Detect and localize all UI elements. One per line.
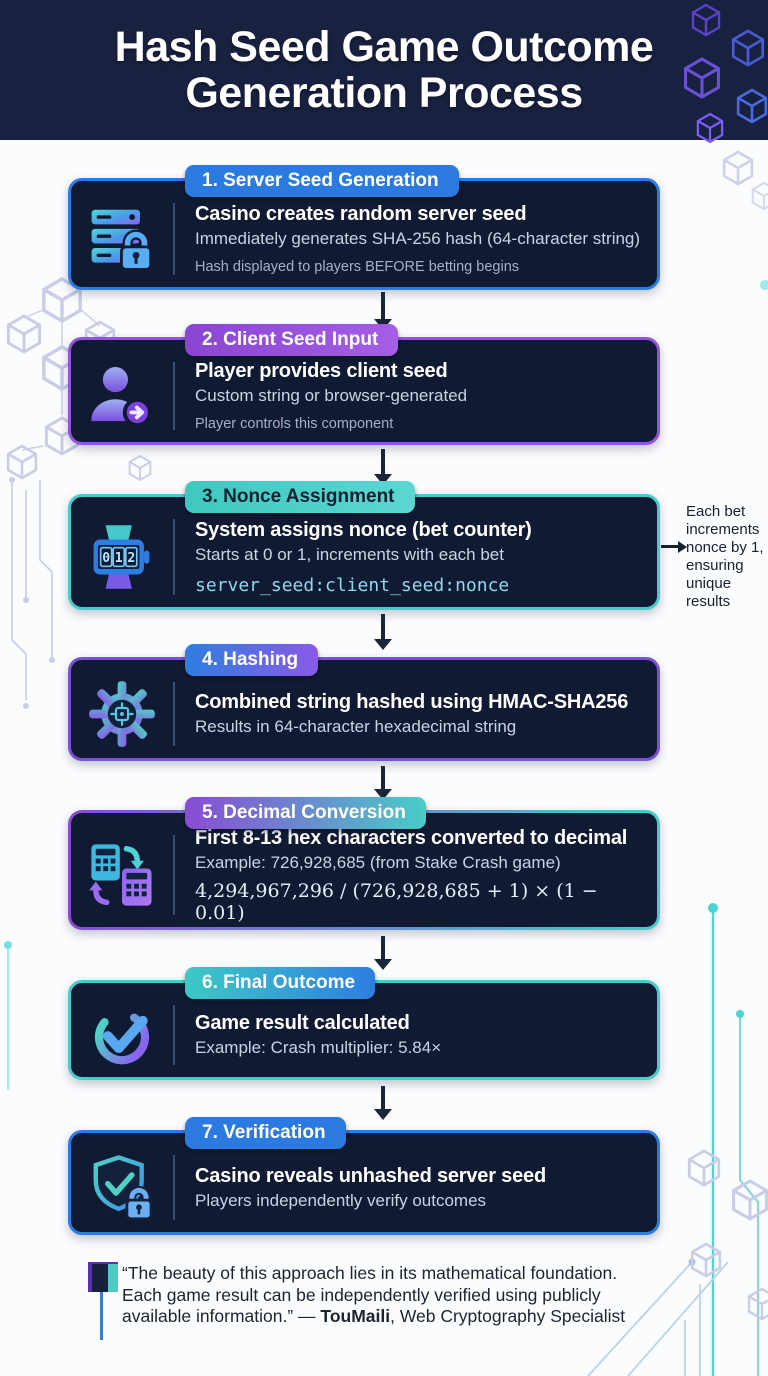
divider	[173, 682, 175, 746]
divider	[173, 1155, 175, 1220]
quote-text: “The beauty of this approach lies in its…	[122, 1263, 618, 1327]
step-7-subheading: Players independently verify outcomes	[195, 1190, 487, 1210]
step-card-5: 5. Decimal Conversion	[68, 797, 660, 930]
step-6-badge: 6. Final Outcome	[185, 967, 376, 999]
step-3-heading: System assigns nonce (bet counter)	[195, 518, 532, 541]
flow-arrow-5	[374, 936, 392, 970]
step-6-subheading: Example: Crash multiplier: 5.84×	[195, 1038, 442, 1057]
svg-text:2: 2	[127, 550, 135, 565]
step-2-note: Player controls this component	[195, 416, 394, 432]
step-2-badge: 2. Client Seed Input	[185, 324, 399, 356]
step-3-code: server_seed:client_seed:nonce	[195, 574, 510, 596]
flow-arrow-3	[374, 614, 392, 650]
step-card-6: 6. Final Outcome Game result calculated …	[68, 967, 660, 1080]
svg-text:0: 0	[102, 550, 110, 565]
divider	[173, 362, 175, 430]
step-4-subheading: Results in 64-character hexadecimal stri…	[195, 717, 517, 736]
step-1-note: Hash displayed to players BEFORE betting…	[195, 259, 520, 275]
step-1-badge: 1. Server Seed Generation	[185, 165, 459, 197]
step-card-2: 2. Client Seed Input Player provides cli…	[68, 324, 660, 445]
step-5-formula: 4,294,967,296 / (726,928,685 + 1) × (1 −…	[195, 879, 598, 924]
page-title-line2: Generation Process	[185, 69, 583, 118]
circuit-left	[9, 477, 55, 709]
circuit-right-teal	[708, 280, 768, 1376]
flow-arrow-1	[374, 292, 392, 330]
step-card-7: 7. Verification Casino reveals unhashed …	[68, 1117, 660, 1235]
hexcube-cluster-bottom-right	[687, 1149, 768, 1321]
page-title: Hash Seed Game Outcome Generation Proces…	[0, 24, 768, 117]
step-2-heading: Player provides client seed	[195, 360, 448, 382]
quote-author: TouMaili	[320, 1306, 391, 1327]
step-5-badge: 5. Decimal Conversion	[185, 797, 426, 829]
divider	[173, 519, 175, 595]
flow-arrow-4	[374, 766, 392, 800]
user-arrow-icon	[87, 361, 157, 436]
step-3-badge: 3. Nonce Assignment	[185, 481, 415, 513]
step-7-heading: Casino reveals unhashed server seed	[195, 1164, 546, 1187]
step-5-subheading: Example: 726,928,685 (from Stake Crash g…	[195, 852, 561, 872]
step-2-subheading: Custom string or browser-generated	[195, 386, 468, 405]
step-5-heading: First 8-13 hex characters converted to d…	[195, 826, 628, 849]
step-card-4: 4. Hashing	[68, 644, 660, 761]
gear-chip-icon	[87, 679, 157, 754]
quote-mark-icon	[88, 1262, 118, 1292]
annotation-arrow	[661, 540, 687, 553]
quote-block: “The beauty of this approach lies in its…	[122, 1263, 634, 1328]
annotation-text: Each bet increments nonce by 1, ensuring…	[686, 503, 764, 610]
header-banner	[0, 0, 768, 140]
step-7-badge: 7. Verification	[185, 1117, 346, 1149]
calculator-swap-icon	[87, 840, 157, 915]
step-4-badge: 4. Hashing	[185, 644, 319, 676]
step-1-heading: Casino creates random server seed	[195, 203, 527, 225]
check-circle-icon	[87, 1000, 157, 1075]
step-3-subheading: Starts at 0 or 1, increments with each b…	[195, 544, 504, 564]
divider	[173, 835, 175, 915]
shield-lock-icon	[87, 1152, 157, 1227]
step-1-subheading: Immediately generates SHA-256 hash (64-c…	[195, 229, 641, 248]
step-6-heading: Game result calculated	[195, 1012, 410, 1034]
server-lock-icon	[86, 203, 158, 280]
step-card-1: 1. Server Seed Generation	[68, 165, 660, 290]
quote-author-role: , Web Cryptography Specialist	[390, 1306, 626, 1327]
step-4-heading: Combined string hashed using HMAC-SHA256	[195, 691, 629, 713]
flow-arrow-6	[374, 1086, 392, 1120]
flow-arrow-2	[374, 449, 392, 485]
page-title-line1: Hash Seed Game Outcome	[114, 23, 654, 71]
divider	[173, 203, 175, 275]
quote-accent-line	[100, 1292, 103, 1340]
divider	[173, 1005, 175, 1065]
svg-text:1: 1	[115, 550, 123, 565]
circuit-left-teal	[4, 941, 12, 1090]
